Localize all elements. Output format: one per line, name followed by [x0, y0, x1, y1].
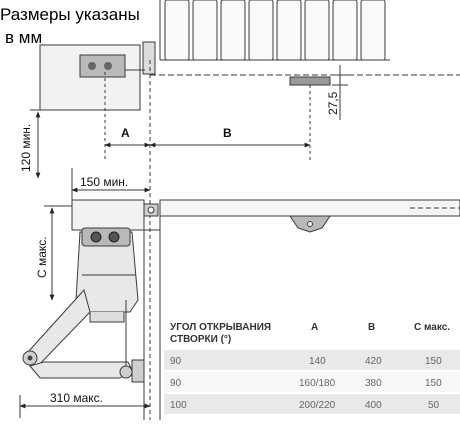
- table-cell: 400: [365, 400, 382, 411]
- top-motor-bracket: [79, 54, 145, 78]
- dim-120-min: 120 мин.: [19, 124, 33, 172]
- table-cell: 200/220: [299, 400, 336, 411]
- lower-pillar: [71, 199, 145, 231]
- dim-150-min: 150 мин.: [80, 175, 128, 189]
- top-leaf-bracket: [289, 76, 331, 86]
- table-header-angle-2: СТВОРКИ (°): [170, 334, 231, 345]
- dim-c-max: С макс.: [35, 236, 49, 278]
- gate-grille: [164, 0, 386, 61]
- table-cell: 90: [170, 378, 182, 389]
- dim-310-max: 310 макс.: [50, 391, 103, 405]
- table-cell: 380: [365, 378, 382, 389]
- dim-b-label: B: [223, 126, 232, 140]
- table-cell: 150: [425, 356, 442, 367]
- table-header-c: С макс.: [414, 322, 450, 333]
- title-line-2: в мм: [5, 28, 42, 47]
- table-cell: 160/180: [299, 378, 336, 389]
- motor-unit: [75, 227, 139, 323]
- table-cell: 150: [425, 378, 442, 389]
- hinge-post: [142, 41, 156, 75]
- motor-arm: [22, 288, 145, 383]
- table-cell: 100: [170, 400, 187, 411]
- table-header-b: B: [368, 322, 375, 333]
- table-cell: 420: [365, 356, 382, 367]
- spec-table: УГОЛ ОТКРЫВАНИЯ СТВОРКИ (°) A B С макс. …: [164, 322, 460, 414]
- dim-27-5: 27,5: [326, 91, 340, 115]
- table-cell: 90: [170, 356, 182, 367]
- table-row-bg-1: [164, 350, 460, 370]
- dim-a-label: A: [121, 126, 130, 140]
- table-cell: 140: [309, 356, 326, 367]
- table-header-a: A: [311, 322, 318, 333]
- table-row-bg-3: [164, 394, 460, 414]
- table-cell: 50: [428, 400, 440, 411]
- table-header-angle-1: УГОЛ ОТКРЫВАНИЯ: [170, 322, 271, 333]
- title-line-1: Размеры указаны: [0, 5, 140, 24]
- table-row-bg-2: [164, 372, 460, 392]
